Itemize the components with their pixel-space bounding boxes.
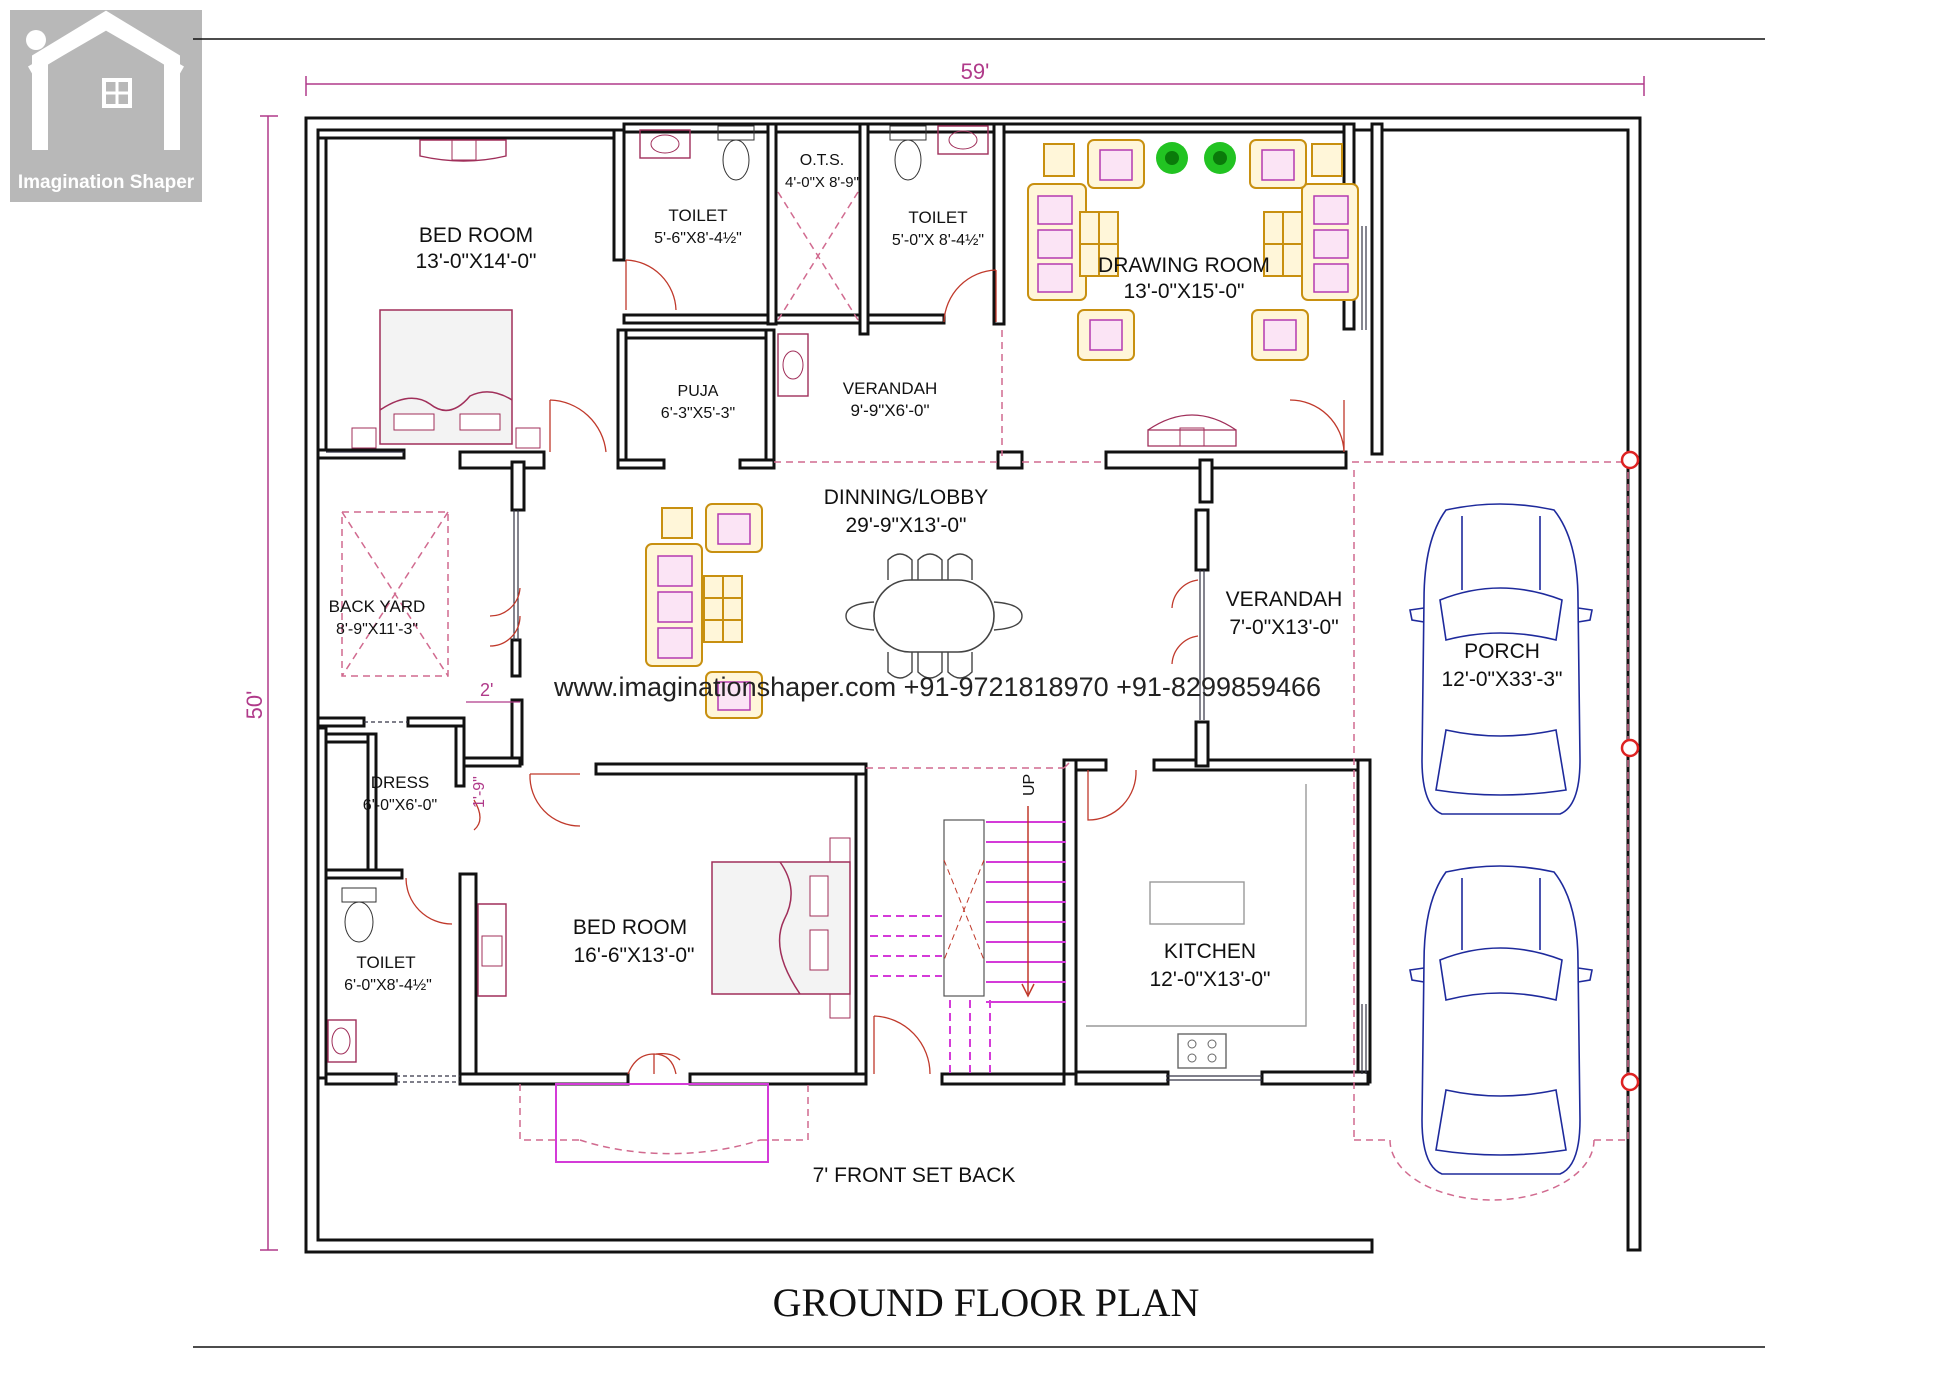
bedroom-bottom-name: BED ROOM <box>573 916 687 939</box>
verandah-right-size: 7'-0"X13'-0" <box>1229 616 1338 639</box>
window-marks <box>326 226 1367 1083</box>
column-markers <box>1620 450 1640 1092</box>
front-bay <box>555 1083 769 1163</box>
bedroom-top-size: 13'-0"X14'-0" <box>416 250 537 273</box>
width-dimension-label: 59' <box>961 59 990 84</box>
dinning-name: DINNING/LOBBY <box>824 486 989 509</box>
backyard-size: 8'-9"X11'-3" <box>336 621 418 638</box>
bedroom-bottom-size: 16'-6"X13'-0" <box>574 944 695 967</box>
ots-name: O.T.S. <box>800 152 844 169</box>
room-labels: BED ROOM 13'-0"X14'-0" TOILET 5'-6"X8'-4… <box>329 152 1563 1187</box>
toilet-bottom-size: 6'-0"X8'-4½" <box>344 977 432 994</box>
dress-size: 6'-0"X6'-0" <box>363 797 437 814</box>
toilet-top-right-name: TOILET <box>908 208 967 227</box>
verandah-top-size: 9'-9"X6'-0" <box>850 401 929 420</box>
toilet-top-left-size: 5'-6"X8'-4½" <box>654 230 742 247</box>
backyard-name: BACK YARD <box>329 597 426 616</box>
toilet-bottom-name: TOILET <box>356 953 415 972</box>
puja-size: 6'-3"X5'-3" <box>661 405 735 422</box>
contact-watermark: www.imaginationshaper.com +91-9721818970… <box>553 672 1321 702</box>
kitchen-counter <box>1086 784 1307 1069</box>
toilet-top-left-name: TOILET <box>668 206 727 225</box>
verandah-right-name: VERANDAH <box>1226 588 1343 611</box>
setback-label: 7' FRONT SET BACK <box>813 1164 1016 1187</box>
bedroom-top-name: BED ROOM <box>419 224 533 247</box>
ots-size: 4'-0"X 8'-9" <box>785 174 859 191</box>
drawing-room-name: DRAWING ROOM <box>1098 254 1270 277</box>
bed-top <box>351 139 541 449</box>
gap-1-9-label: 1'-9" <box>471 776 488 808</box>
depth-dimension: 50' <box>242 115 278 1251</box>
puja-name: PUJA <box>678 383 719 400</box>
brand-logo: Imagination Shaper <box>10 10 202 202</box>
stair-up-label: UP <box>1021 774 1038 796</box>
logo-brand-text: Imagination Shaper <box>18 172 195 193</box>
verandah-top-name: VERANDAH <box>843 379 937 398</box>
dinning-size: 29'-9"X13'-0" <box>846 514 967 537</box>
staircase: UP <box>870 774 1066 1074</box>
toilet-top-right-size: 5'-0"X 8'-4½" <box>892 232 984 249</box>
depth-dimension-label: 50' <box>242 691 267 720</box>
plant-icon <box>1156 142 1236 174</box>
small-dimensions: 2' 1'-9" <box>466 680 520 808</box>
dashed-guides <box>341 191 1632 1201</box>
kitchen-name: KITCHEN <box>1164 940 1256 963</box>
kitchen-size: 12'-0"X13'-0" <box>1150 968 1271 991</box>
bed-bottom <box>477 837 851 1019</box>
width-dimension: 59' <box>305 59 1645 96</box>
drawing-room-furniture <box>1027 139 1359 447</box>
porch-size: 12'-0"X33'-3" <box>1442 668 1563 691</box>
toilet-fixtures <box>327 125 989 1063</box>
gap-2-label: 2' <box>480 680 493 700</box>
car-top-icon <box>1409 503 1593 815</box>
page-title: GROUND FLOOR PLAN <box>773 1280 1200 1325</box>
dining-furniture <box>645 503 1023 719</box>
door-swings <box>405 259 1345 1075</box>
porch-name: PORCH <box>1464 640 1540 663</box>
dress-name: DRESS <box>371 773 430 792</box>
stove-icon <box>1177 1033 1227 1069</box>
car-bottom-icon <box>1409 865 1593 1175</box>
drawing-room-size: 13'-0"X15'-0" <box>1124 280 1245 303</box>
